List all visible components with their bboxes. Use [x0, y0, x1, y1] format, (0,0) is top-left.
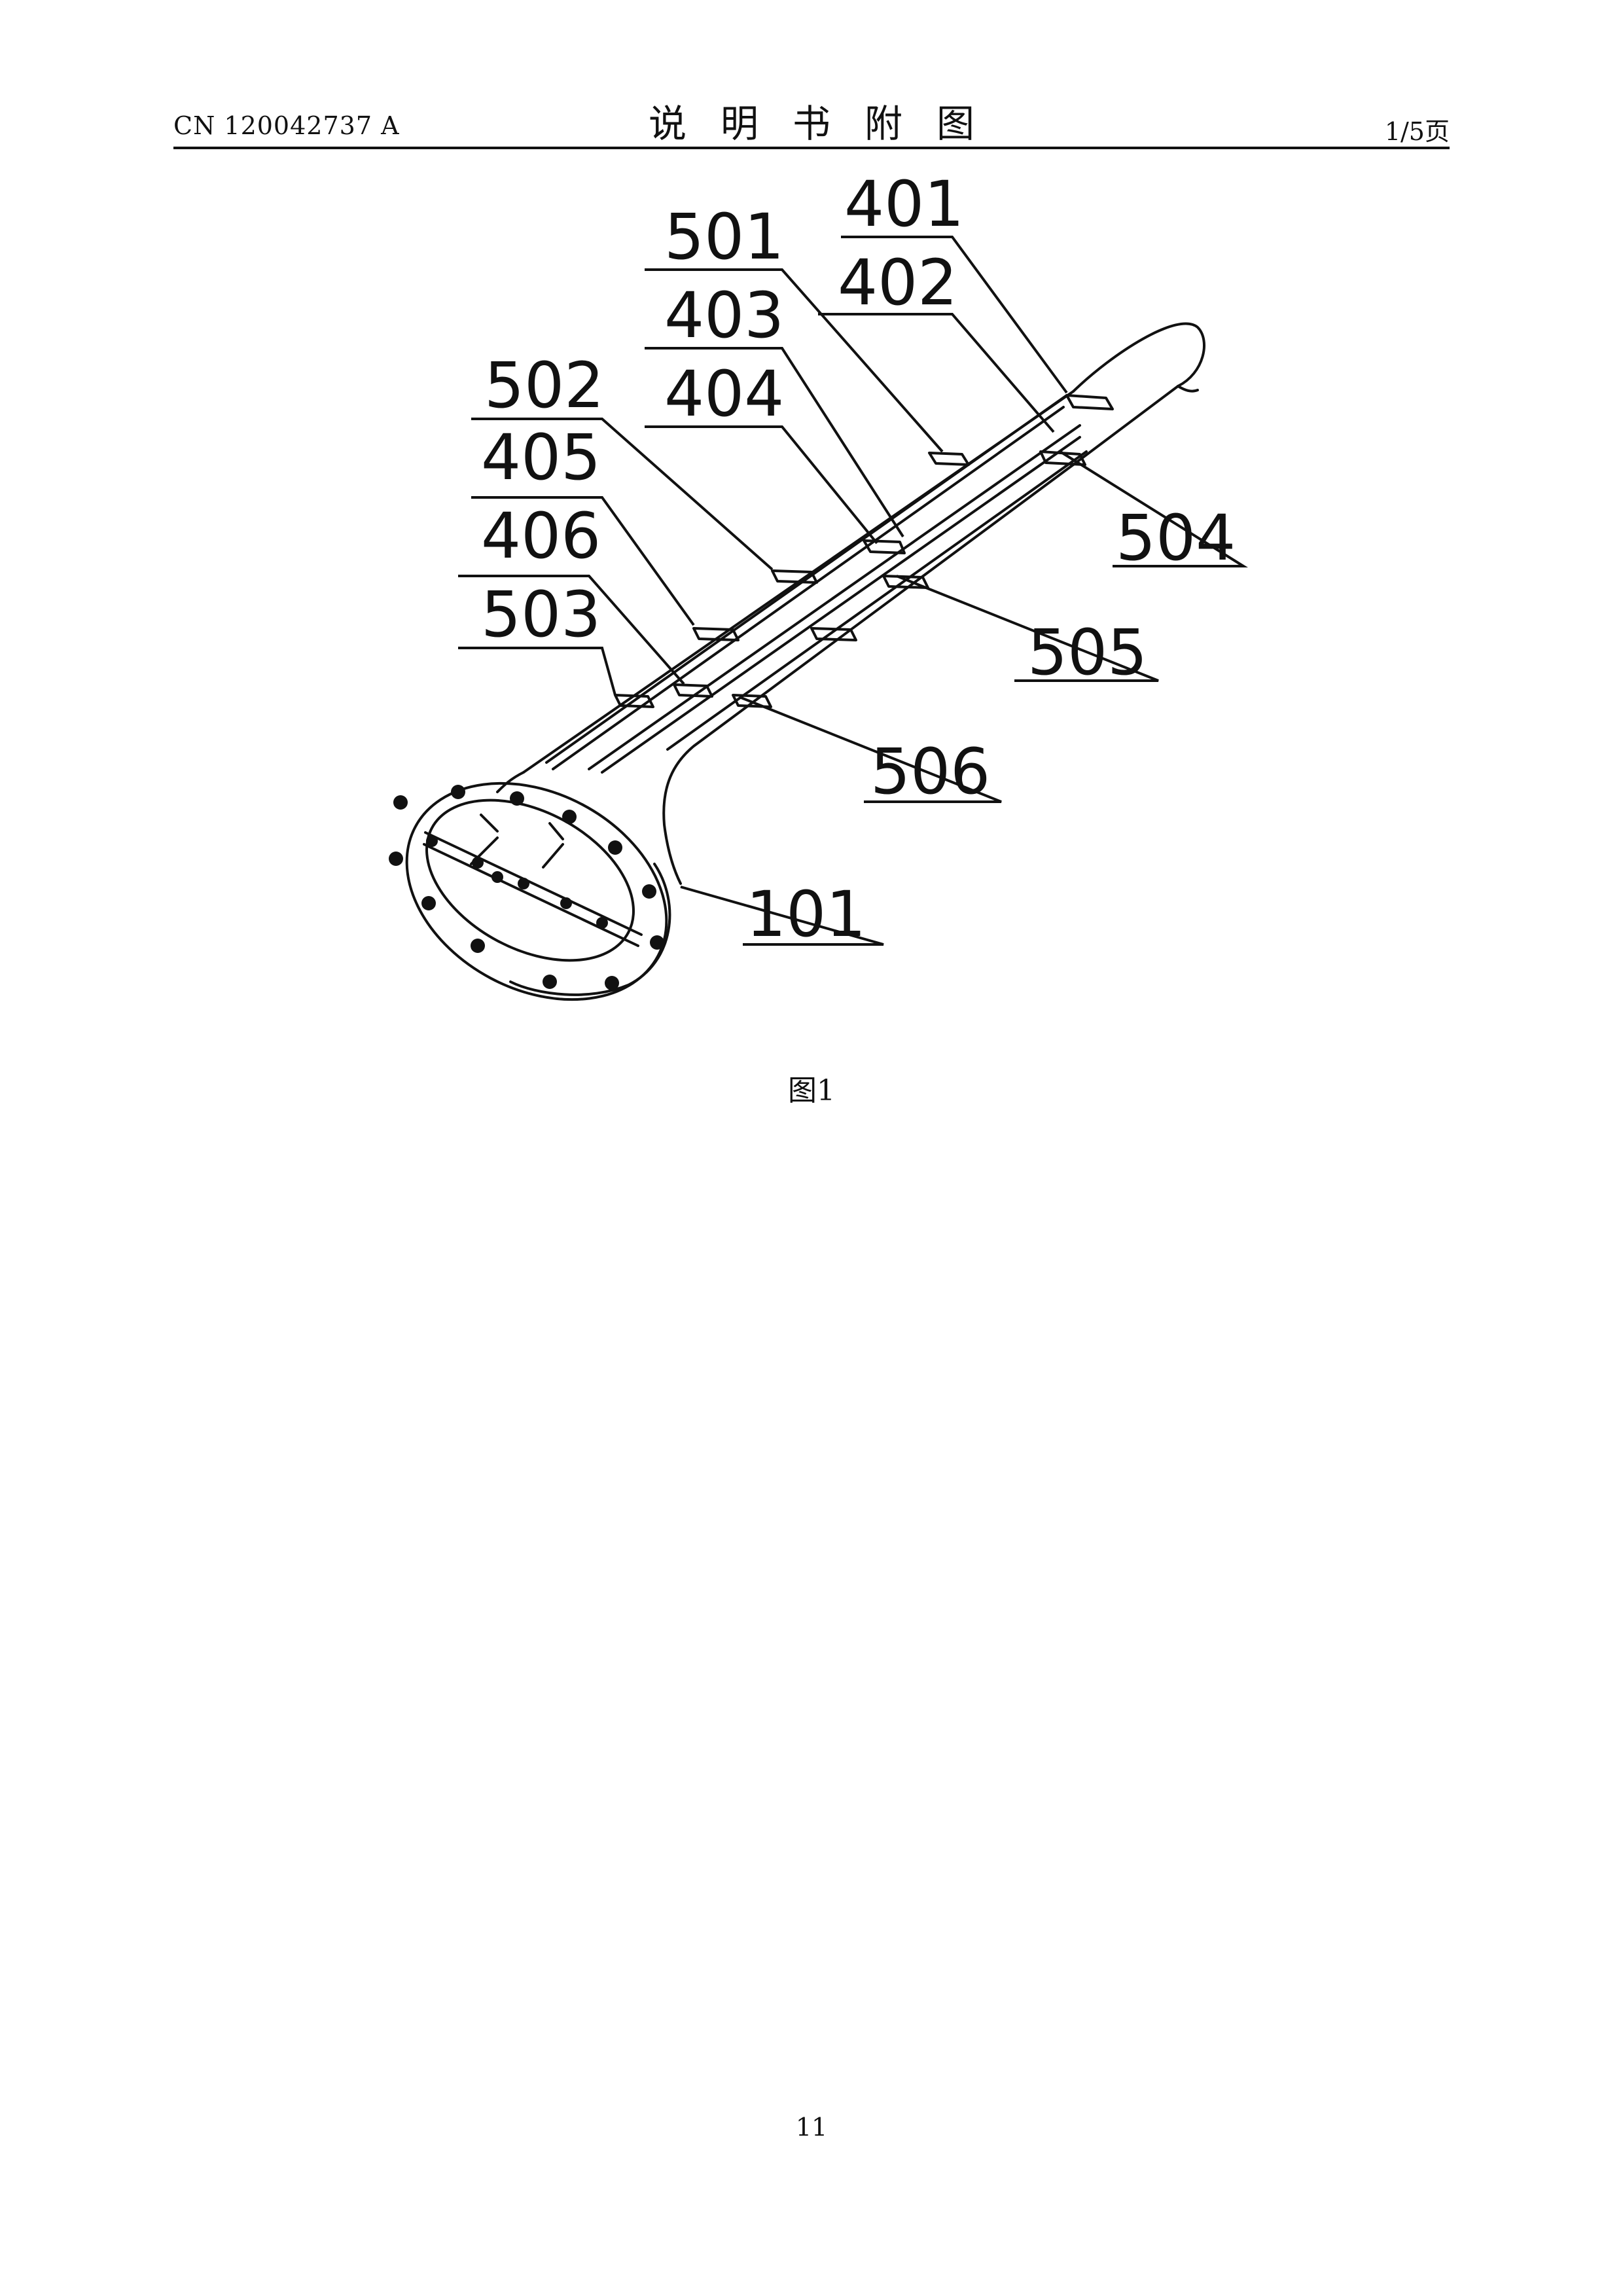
callout-401: 401 — [844, 168, 964, 241]
patent-drawing: 401 402 501 403 404 502 405 406 503 504 … — [0, 0, 1623, 1060]
callout-503: 503 — [481, 578, 601, 651]
figure-caption: 图1 — [0, 1067, 1623, 1109]
callout-labels: 401 402 501 403 404 502 405 406 503 504 … — [481, 168, 1236, 951]
callout-502: 502 — [484, 349, 604, 422]
callout-506: 506 — [870, 735, 990, 808]
callout-405: 405 — [481, 421, 601, 494]
callout-504: 504 — [1116, 501, 1236, 575]
callout-404: 404 — [664, 357, 784, 431]
callout-505: 505 — [1027, 616, 1147, 689]
page-number: 11 — [0, 2113, 1623, 2142]
blade-tip — [1073, 323, 1204, 465]
callout-501: 501 — [664, 200, 784, 274]
rail-2 — [589, 425, 1080, 772]
callout-406: 406 — [481, 499, 601, 573]
callout-402: 402 — [838, 246, 957, 319]
blade-tip-edge — [1178, 386, 1198, 391]
bolt-holes — [389, 785, 664, 990]
callout-403: 403 — [664, 279, 784, 352]
callout-101: 101 — [746, 878, 866, 951]
